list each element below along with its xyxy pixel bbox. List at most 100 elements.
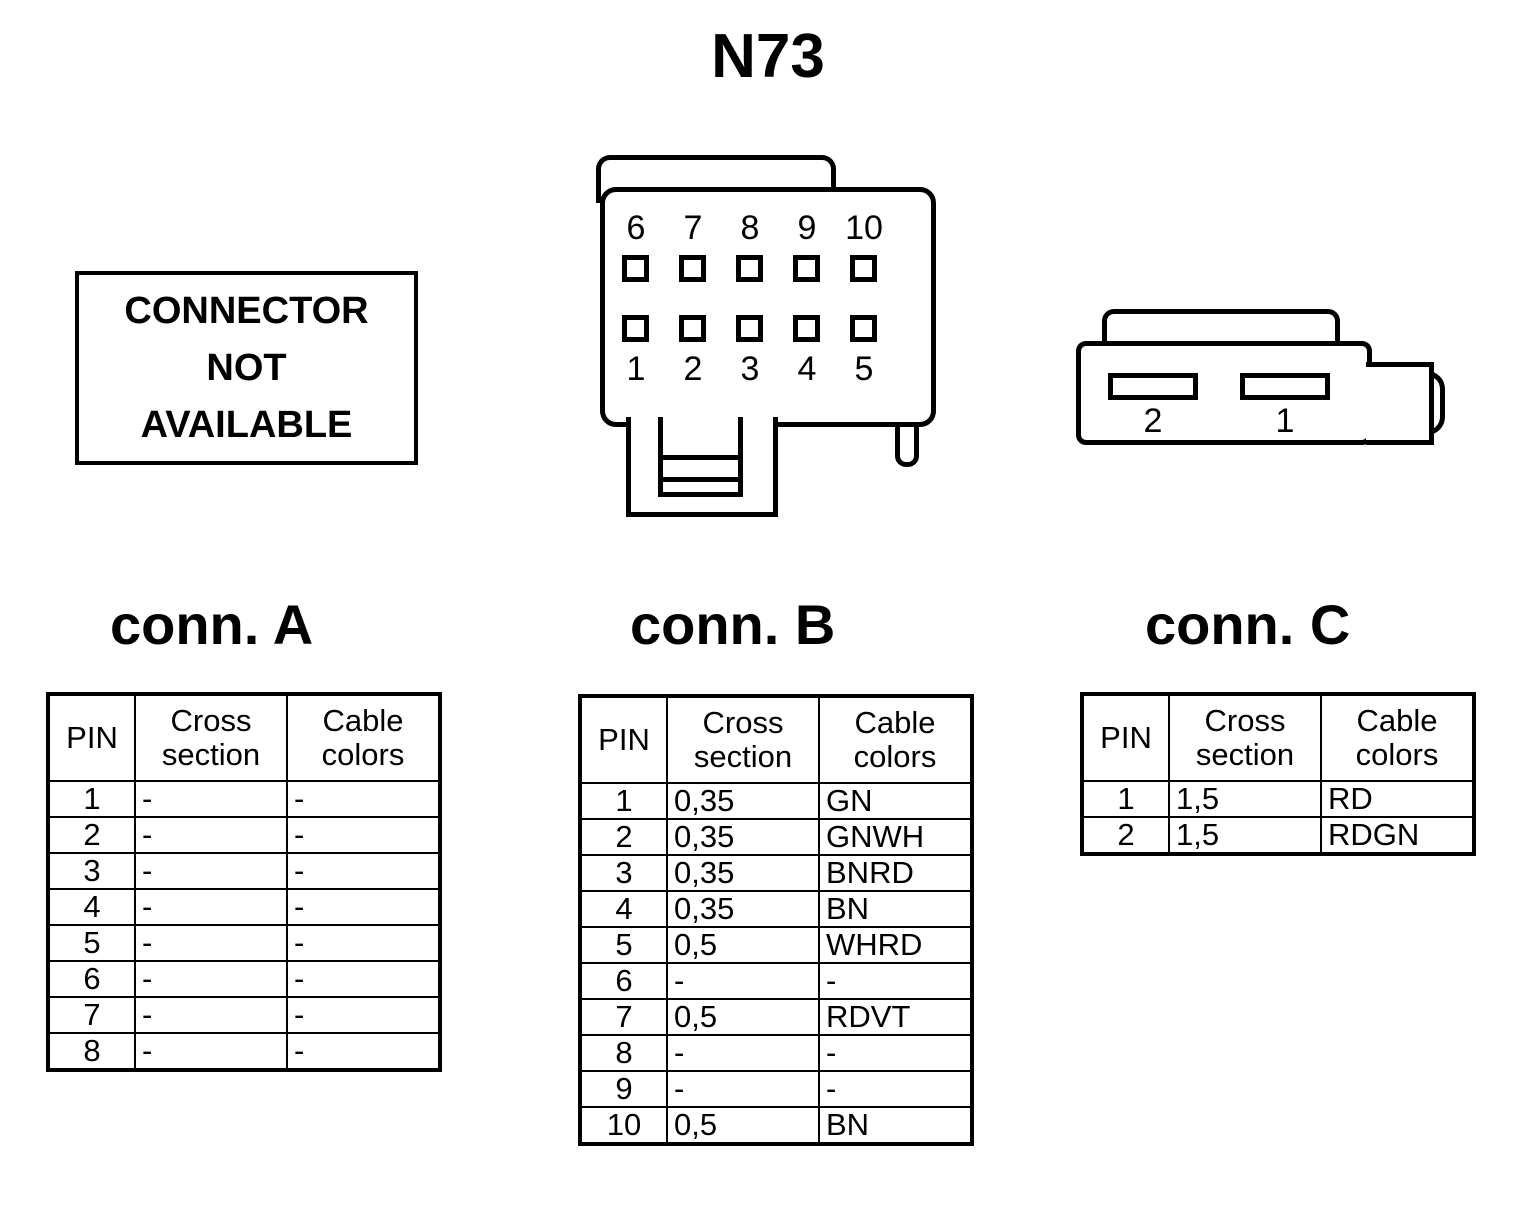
cell-pin: 4 — [580, 890, 668, 928]
connector-not-available-line-2: NOT — [206, 346, 287, 389]
table-row: 2-- — [48, 816, 440, 854]
connector-c-slot-label-2: 2 — [1143, 402, 1163, 440]
cell-cross-section: - — [666, 1034, 820, 1072]
cell-cable-colors: BN — [818, 890, 972, 928]
connector-b-pin-label-8: 8 — [740, 209, 760, 247]
table-row: 7-- — [48, 996, 440, 1034]
cell-cross-section: - — [134, 1032, 288, 1070]
cell-pin: 1 — [1082, 780, 1170, 818]
table-header-row: PIN Cross section Cable colors — [580, 696, 972, 784]
cell-cross-section: - — [134, 996, 288, 1034]
conn-c-heading: conn. C — [1145, 593, 1351, 656]
cell-cable-colors: GN — [818, 782, 972, 820]
cell-pin: 7 — [580, 998, 668, 1036]
connector-b-pin-label-2: 2 — [683, 350, 703, 388]
cell-cross-section: 0,35 — [666, 818, 820, 856]
column-header-cable-colors: Cable colors — [286, 694, 440, 782]
connector-b-pin-label-4: 4 — [797, 350, 817, 388]
cell-pin: 2 — [1082, 816, 1170, 854]
connector-b-pin-label-7: 7 — [683, 209, 703, 247]
cell-cross-section: 0,35 — [666, 890, 820, 928]
connector-c-slot-2 — [1108, 373, 1198, 400]
table-row: 5-- — [48, 924, 440, 962]
cell-cross-section: 0,35 — [666, 782, 820, 820]
connector-b-pin-label-10: 10 — [845, 209, 883, 247]
connector-not-available-line-1: CONNECTOR — [124, 289, 369, 332]
cell-pin: 8 — [48, 1032, 136, 1070]
cell-pin: 3 — [48, 852, 136, 890]
column-header-cross-section-line1: Cross — [170, 703, 252, 738]
cell-cross-section: 1,5 — [1168, 780, 1322, 818]
connector-not-available-box: CONNECTOR NOT AVAILABLE — [75, 271, 418, 465]
column-header-cross-section-line1: Cross — [702, 705, 784, 740]
cell-pin: 1 — [48, 780, 136, 818]
connector-b-pin-cavity-5 — [850, 315, 877, 342]
cell-cable-colors: GNWH — [818, 818, 972, 856]
cell-cross-section: 0,35 — [666, 854, 820, 892]
connector-c-slot-label-1: 1 — [1275, 402, 1295, 440]
cell-cross-section: - — [666, 1070, 820, 1108]
connector-b-pin-cavity-7 — [679, 255, 706, 282]
cell-pin: 6 — [580, 962, 668, 1000]
connector-b-pin-cavity-6 — [622, 255, 649, 282]
column-header-cable-colors-line2: colors — [321, 737, 405, 772]
cell-cable-colors: RD — [1320, 780, 1474, 818]
column-header-pin: PIN — [580, 696, 668, 784]
column-header-cross-section: Cross section — [666, 696, 820, 784]
cell-cable-colors: - — [286, 1032, 440, 1070]
connector-b-pin-cavity-2 — [679, 315, 706, 342]
column-header-cross-section-line2: section — [161, 737, 261, 772]
connector-b-pin-cavity-1 — [622, 315, 649, 342]
connector-b-ladder-bar — [663, 477, 738, 482]
column-header-cable-colors-line1: Cable — [854, 705, 936, 740]
conn-a-table-body: 1--2--3--4--5--6--7--8-- — [48, 780, 440, 1070]
cell-cable-colors: WHRD — [818, 926, 972, 964]
table-row: 8-- — [48, 1032, 440, 1070]
cell-pin: 7 — [48, 996, 136, 1034]
connector-b-housing — [600, 187, 936, 427]
cell-pin: 5 — [580, 926, 668, 964]
cell-pin: 5 — [48, 924, 136, 962]
cell-cross-section: - — [134, 924, 288, 962]
connector-b-latch-ladder — [658, 417, 743, 497]
connector-b-pin-cavity-8 — [736, 255, 763, 282]
conn-a-heading: conn. A — [110, 593, 314, 656]
connector-not-available-line-3: AVAILABLE — [140, 403, 353, 446]
column-header-cross-section: Cross section — [134, 694, 288, 782]
cell-cable-colors: - — [286, 852, 440, 890]
cell-cable-colors: BNRD — [818, 854, 972, 892]
cell-cable-colors: - — [286, 780, 440, 818]
column-header-cable-colors-line2: colors — [1355, 737, 1439, 772]
column-header-cross-section-line2: section — [693, 739, 793, 774]
table-row: 9-- — [580, 1070, 972, 1108]
cell-pin: 8 — [580, 1034, 668, 1072]
cell-cable-colors: BN — [818, 1106, 972, 1144]
page-title: N73 — [711, 22, 825, 91]
cell-cross-section: - — [134, 960, 288, 998]
connector-b-pin-label-3: 3 — [740, 350, 760, 388]
conn-a-pin-table: PIN Cross section Cable colors 1--2--3--… — [48, 694, 440, 1070]
column-header-cross-section-line2: section — [1195, 737, 1295, 772]
cell-cable-colors: - — [818, 962, 972, 1000]
connector-b-pin-label-1: 1 — [626, 350, 646, 388]
connector-b-pin-label-9: 9 — [797, 209, 817, 247]
column-header-cable-colors-line1: Cable — [1356, 703, 1438, 738]
column-header-cross-section-line1: Cross — [1204, 703, 1286, 738]
table-row: 3-- — [48, 852, 440, 890]
connector-b-pin-cavity-9 — [793, 255, 820, 282]
column-header-cable-colors: Cable colors — [818, 696, 972, 784]
cell-cable-colors: - — [286, 960, 440, 998]
column-header-pin: PIN — [48, 694, 136, 782]
column-header-cross-section: Cross section — [1168, 694, 1322, 782]
cell-cross-section: - — [134, 852, 288, 890]
cell-cross-section: - — [134, 888, 288, 926]
cell-cable-colors: RDVT — [818, 998, 972, 1036]
